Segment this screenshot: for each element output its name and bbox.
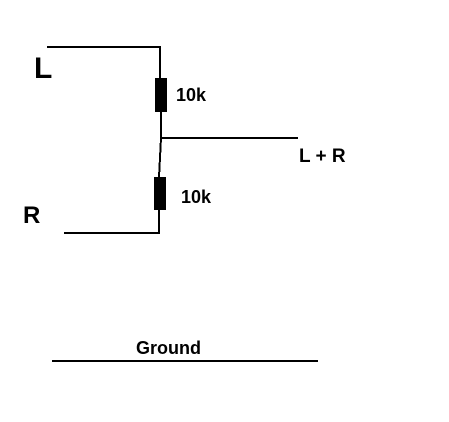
wire-right-input: [64, 210, 160, 234]
label-left-channel: L: [34, 52, 52, 85]
resistor-r1: [155, 78, 167, 112]
wire-junction-to-r2: [158, 137, 162, 178]
resistor-r2: [154, 177, 166, 210]
label-right-channel: R: [23, 202, 40, 229]
wire-left-input: [47, 46, 161, 78]
label-r1-value: 10k: [176, 85, 207, 105]
label-r2-value: 10k: [181, 187, 212, 207]
label-ground: Ground: [136, 338, 201, 358]
label-output: L + R: [299, 146, 346, 167]
